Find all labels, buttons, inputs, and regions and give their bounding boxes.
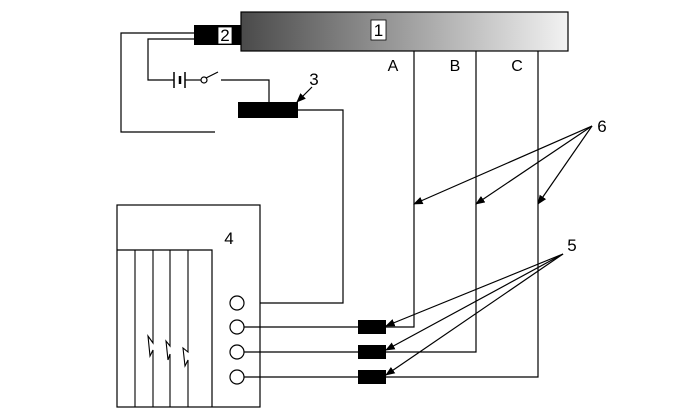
wire-a — [386, 51, 415, 328]
wire-a-label: A — [388, 58, 399, 75]
receiver-b — [358, 345, 386, 359]
receiver-c — [358, 370, 386, 384]
scope-number-label: 4 — [224, 229, 233, 248]
trace-4 — [182, 250, 189, 407]
pickup-to-scope-wire — [245, 109, 344, 304]
wire-b — [386, 51, 477, 353]
pickup-arrow — [296, 86, 313, 103]
switch-icon — [200, 71, 219, 84]
receiver-a — [358, 320, 386, 334]
connector-1-icon — [229, 295, 245, 311]
battery-circuit-wire — [147, 38, 194, 81]
sensor-component — [194, 25, 241, 45]
oscilloscope-screen — [117, 249, 213, 407]
battery-icon — [173, 72, 186, 88]
switch-to-pickup-wire — [221, 79, 270, 102]
wire-c-label: C — [511, 58, 523, 75]
bar-number-label: 1 — [374, 21, 383, 40]
trigger-loop-wire — [120, 32, 215, 133]
wires-number-label: 6 — [597, 117, 606, 136]
bar-number-box — [370, 19, 387, 41]
connector-3-icon — [229, 344, 245, 360]
trace-2 — [147, 250, 154, 407]
connector-2-icon — [229, 319, 245, 335]
sensor-number-box — [217, 26, 233, 45]
receivers-number-label: 5 — [567, 236, 576, 255]
wire-c — [386, 51, 539, 378]
receivers-arrows — [385, 253, 564, 376]
connector-4-icon — [229, 369, 245, 385]
bar-component — [240, 11, 569, 52]
pickup-component — [238, 102, 298, 118]
scope-traces — [134, 250, 189, 407]
wire-b-label: B — [450, 58, 461, 75]
pickup-number-label: 3 — [309, 70, 318, 89]
wires-arrows — [413, 125, 593, 205]
sensor-number-label: 2 — [220, 26, 229, 45]
trace-3 — [165, 250, 171, 407]
